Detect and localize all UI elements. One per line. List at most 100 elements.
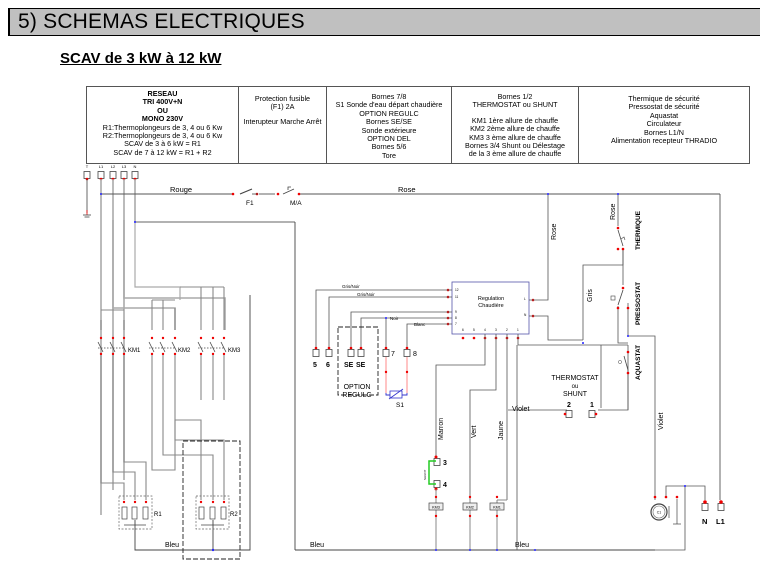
pin-label: 4 bbox=[484, 328, 486, 332]
aquastat-switch-icon bbox=[618, 350, 630, 375]
legend-text: de la 3 ème allure de chauffe bbox=[468, 149, 562, 159]
option-regulc-frame bbox=[337, 326, 379, 396]
wire-label: Noir bbox=[390, 316, 399, 321]
wire-label-bleu: Bleu bbox=[165, 542, 179, 549]
legend-text: KM3 3 ème allure de chauffe bbox=[469, 132, 561, 142]
power-terminals bbox=[701, 500, 725, 511]
heater-r1-icon bbox=[118, 495, 153, 530]
legend-table: RESEAU TRI 400V+N OU MONO 230V R1:Thermo… bbox=[86, 86, 750, 164]
terminal-label-n: N bbox=[702, 517, 707, 526]
terminal-label: 3 bbox=[443, 460, 447, 467]
legend-col-safety: Thermique de sécurité Pressostat de sécu… bbox=[579, 87, 749, 163]
legend-text: Sonde extérieure bbox=[361, 125, 417, 135]
terminal-label: L2 bbox=[111, 164, 116, 169]
terminal-label: T bbox=[86, 164, 89, 169]
legend-text: Bornes SE/SE bbox=[366, 117, 412, 127]
km3-label: KM3 bbox=[228, 348, 241, 354]
legend-text: TRI 400V+N bbox=[142, 97, 183, 107]
legend-text: THERMOSTAT ou SHUNT bbox=[472, 100, 558, 110]
earth-ground-icon bbox=[83, 179, 91, 218]
legend-text: Tore bbox=[382, 150, 396, 160]
safety-chain-wires bbox=[582, 194, 656, 500]
legend-text: SCAV de 3 à 6 kW = R1 bbox=[124, 139, 201, 149]
legend-text: OU bbox=[157, 105, 168, 115]
terminal-label: L1 bbox=[99, 164, 104, 169]
terminal-L2 bbox=[109, 171, 117, 181]
coil-label: KM3 bbox=[432, 506, 440, 510]
pin-label: 1 bbox=[517, 328, 519, 332]
wire-label-vert: Vert bbox=[471, 425, 478, 438]
terminal-label: L3 bbox=[122, 164, 127, 169]
wire-label: Gris/Noir bbox=[342, 284, 360, 289]
wire-label-rose: Rose bbox=[398, 185, 416, 194]
pin-label: L bbox=[524, 297, 526, 301]
option-regulc-label: OPTION bbox=[344, 384, 371, 391]
legend-text: Bornes L1/N bbox=[644, 127, 684, 137]
coil-label: KM2 bbox=[466, 506, 474, 510]
thermostat-label: THERMOSTAT bbox=[551, 375, 599, 382]
terminal-label: N bbox=[134, 164, 137, 169]
terminal-label: SE bbox=[356, 362, 366, 369]
legend-text: KM1 1ère allure de chauffe bbox=[471, 115, 559, 125]
r2-label: R2 bbox=[230, 512, 238, 518]
control-supply-line bbox=[101, 193, 721, 500]
fuse-f1-icon bbox=[231, 188, 259, 196]
pressostat-switch-icon bbox=[610, 286, 630, 310]
coil-km1-icon: KM1 bbox=[489, 495, 505, 518]
pin-label: N bbox=[524, 313, 527, 317]
pin-label: 7 bbox=[455, 322, 457, 326]
section-header: 5) SCHEMAS ELECTRIQUES bbox=[8, 8, 760, 36]
coil-wires bbox=[435, 489, 507, 550]
legend-text: Bornes 3/4 Shunt ou Délestage bbox=[465, 141, 565, 151]
regulation-title: Chaudière bbox=[478, 303, 503, 309]
wire-label-rose-vertical: Rose bbox=[551, 224, 558, 240]
thermostat-terminals bbox=[563, 410, 598, 418]
pin-label: 3 bbox=[495, 328, 497, 332]
legend-text: Bornes 1/2 bbox=[497, 92, 533, 101]
legend-col-sensors: Bornes 7/8 S1 Sonde d'eau départ chaudiè… bbox=[327, 87, 452, 163]
pressostat-label: PRESSOSTAT bbox=[635, 282, 642, 325]
terminal-N bbox=[131, 171, 139, 181]
pin-label: 5 bbox=[473, 328, 475, 332]
fuse-label: F1 bbox=[246, 200, 254, 207]
switch-ma-icon bbox=[276, 186, 301, 196]
coil-label: KM1 bbox=[493, 506, 501, 510]
phase-wires bbox=[100, 179, 295, 515]
terminal-L3 bbox=[120, 171, 128, 181]
pin-label: 12 bbox=[455, 288, 459, 292]
regulation-wires bbox=[315, 194, 629, 550]
terminal-label-l1: L1 bbox=[716, 517, 725, 526]
km2-label: KM2 bbox=[178, 348, 191, 354]
terminal-label: 2 bbox=[567, 402, 571, 409]
shunt-label: SHUNT bbox=[423, 469, 427, 480]
wire-label-violet-vertical: Violet bbox=[658, 413, 665, 430]
circulator-pump-icon: C1 bbox=[650, 495, 681, 525]
legend-text: OPTION DEL bbox=[367, 134, 411, 144]
legend-text: Thermique de sécurité bbox=[628, 94, 700, 103]
diagram-subtitle: SCAV de 3 kW à 12 kW bbox=[60, 50, 222, 67]
heater-r2-icon bbox=[195, 495, 230, 530]
legend-text: R1:Thermoplongeurs de 3, 4 ou 6 Kw bbox=[102, 122, 223, 132]
terminal-label: 7 bbox=[391, 351, 395, 358]
contactor-km1-icon bbox=[97, 336, 127, 356]
regulation-title: Regulation bbox=[478, 296, 504, 302]
terminal-label: 5 bbox=[313, 362, 317, 369]
legend-text: Interupteur Marche Arrêt bbox=[243, 116, 322, 126]
s1-label: S1 bbox=[396, 402, 404, 409]
option-regulc-label: REGULC bbox=[342, 392, 371, 399]
legend-text: Alimentation recepteur THRADIO bbox=[610, 136, 718, 146]
pin-label: 11 bbox=[455, 295, 459, 299]
supply-terminals: T L1 L2 L3 N bbox=[83, 164, 139, 181]
aquastat-label: AQUASTAT bbox=[635, 345, 642, 380]
heater-wires bbox=[100, 286, 225, 500]
section-title: 5) SCHEMAS ELECTRIQUES bbox=[18, 10, 305, 33]
circulator-wires bbox=[655, 485, 706, 551]
coil-km3-icon: KM3 bbox=[428, 495, 444, 518]
terminal-T bbox=[83, 171, 91, 181]
circulator-label: C1 bbox=[657, 511, 662, 515]
terminal-L1 bbox=[97, 171, 105, 181]
km1-label: KM1 bbox=[128, 348, 141, 354]
legend-text: (F1) 2A bbox=[270, 102, 295, 112]
legend-text: R2:Thermoplongeurs de 3, 4 ou 6 Kw bbox=[102, 131, 223, 141]
